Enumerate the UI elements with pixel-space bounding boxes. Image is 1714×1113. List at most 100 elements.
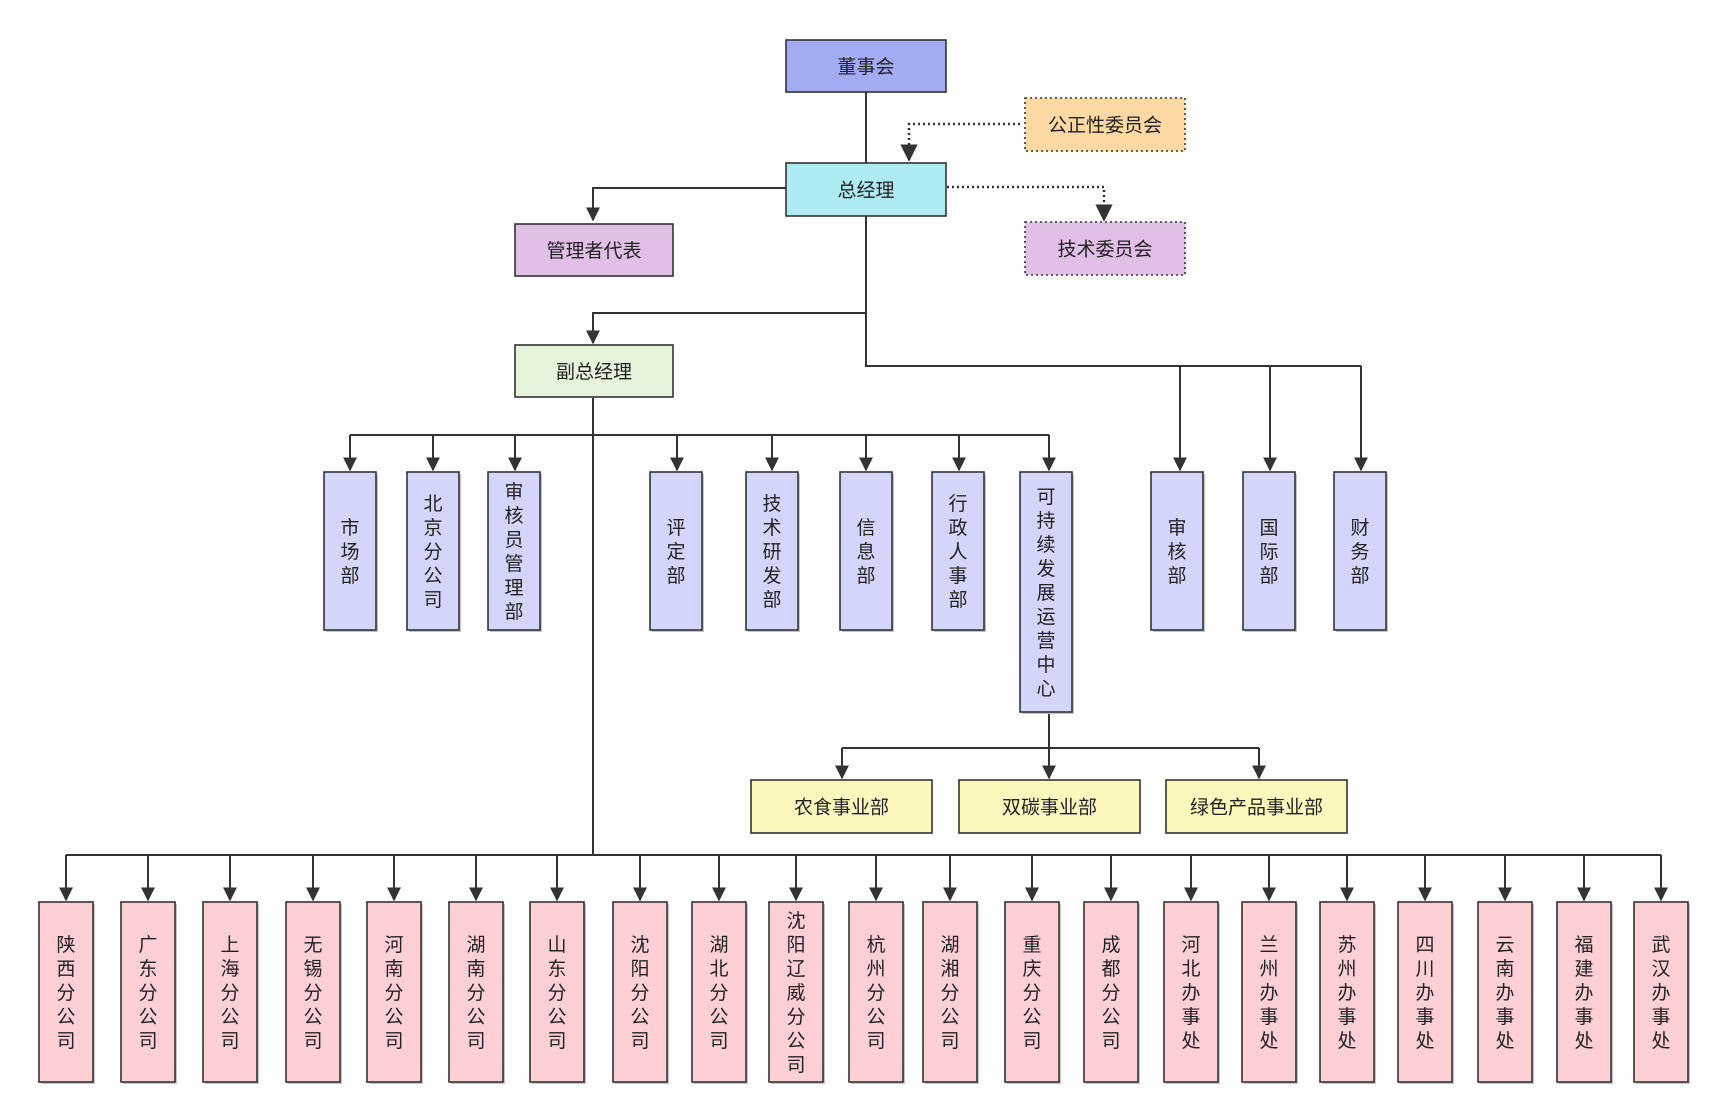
tech-committee-node-box (1024, 221, 1186, 276)
branch-9-label: 湖北分公司 (709, 934, 728, 1052)
branch-9: 湖北分公司 (691, 901, 748, 1084)
deputy-gm-node: 副总经理 (514, 344, 674, 398)
fairness-committee-node-label: 公正性委员会 (1048, 115, 1162, 137)
branch-3-box (202, 901, 258, 1083)
department-3: 审核员管理部 (487, 471, 542, 632)
branch-12: 湖湘分公司 (922, 901, 979, 1084)
branch-14: 成都分公司 (1083, 901, 1140, 1084)
branch-11-box (848, 901, 904, 1083)
branch-11: 杭州分公司 (848, 901, 905, 1084)
connector (947, 185, 1113, 222)
gm-department-2-label: 国际部 (1259, 517, 1278, 587)
connector-lines (59, 92, 1668, 902)
connector (586, 216, 867, 345)
branch-6: 湖南分公司 (448, 901, 505, 1084)
branch-1: 陕西分公司 (38, 901, 95, 1084)
branch-8-label: 沈阳分公司 (630, 934, 649, 1052)
branch-2-label: 广东分公司 (138, 934, 157, 1052)
department-7-label: 行政人事部 (948, 493, 967, 611)
mgmt-rep-node: 管理者代表 (514, 223, 674, 277)
department-5-label: 技术研发部 (762, 493, 781, 611)
connector (865, 313, 1361, 367)
gm-department-1: 审核部 (1150, 471, 1205, 632)
general-manager-node-box (785, 162, 947, 217)
branch-18: 四川办事处 (1397, 901, 1454, 1084)
department-2-label: 北京分公司 (423, 493, 442, 611)
branch-4-box (285, 901, 341, 1083)
department-4: 评定部 (649, 471, 704, 632)
department-4-box (649, 471, 703, 631)
tech-committee-node: 技术委员会 (1024, 221, 1186, 276)
business-unit-3-box (1165, 779, 1348, 834)
branch-17-label: 苏州办事处 (1337, 934, 1356, 1052)
branch-8: 沈阳分公司 (612, 901, 669, 1084)
business-unit-3-label: 绿色产品事业部 (1190, 797, 1323, 819)
branch-7-box (529, 901, 585, 1083)
branch-17: 苏州办事处 (1319, 901, 1376, 1084)
department-5-box (745, 471, 799, 631)
branch-6-label: 湖南分公司 (466, 934, 485, 1052)
branch-2-box (120, 901, 176, 1083)
department-6: 信息部 (839, 471, 894, 632)
general-manager-node-label: 总经理 (837, 180, 894, 202)
branch-19-label: 云南办事处 (1495, 934, 1514, 1052)
connector (586, 187, 786, 222)
business-unit-3: 绿色产品事业部 (1165, 779, 1348, 834)
department-7-box (931, 471, 985, 631)
mgmt-rep-node-label: 管理者代表 (546, 240, 641, 262)
branch-10-label: 沈阳辽威分公司 (786, 910, 805, 1076)
branch-1-label: 陕西分公司 (56, 934, 75, 1052)
branch-3: 上海分公司 (202, 901, 259, 1084)
department-6-box (839, 471, 893, 631)
branch-19-box (1477, 901, 1533, 1083)
fairness-committee-node-box (1024, 97, 1186, 152)
branch-14-label: 成都分公司 (1101, 934, 1120, 1052)
gm-department-1-box (1150, 471, 1204, 631)
department-8: 可持续发展运营中心 (1019, 471, 1074, 714)
branch-2: 广东分公司 (120, 901, 177, 1084)
branch-4: 无锡分公司 (285, 901, 342, 1084)
gm-department-1-label: 审核部 (1167, 517, 1186, 587)
gm-department-3: 财务部 (1333, 471, 1388, 632)
branch-5-box (366, 901, 422, 1083)
department-8-label: 可持续发展运营中心 (1036, 486, 1055, 700)
branch-13-label: 重庆分公司 (1022, 934, 1041, 1052)
board-node-box (785, 39, 947, 93)
mgmt-rep-node-box (514, 223, 674, 277)
branch-13-box (1004, 901, 1060, 1083)
branch-9-box (691, 901, 747, 1083)
department-3-label: 审核员管理部 (504, 481, 523, 623)
branch-6-box (448, 901, 504, 1083)
branch-16: 兰州办事处 (1241, 901, 1298, 1084)
department-1: 市场部 (323, 471, 378, 632)
board-node: 董事会 (785, 39, 947, 93)
branch-10: 沈阳辽威分公司 (768, 901, 825, 1084)
branch-7: 山东分公司 (529, 901, 586, 1084)
business-unit-1: 农食事业部 (750, 779, 933, 834)
branch-11-label: 杭州分公司 (866, 934, 885, 1052)
branch-5: 河南分公司 (366, 901, 423, 1084)
department-2-box (406, 471, 460, 631)
branch-15-box (1163, 901, 1219, 1083)
business-unit-2-box (958, 779, 1141, 834)
branch-15: 河北办事处 (1163, 901, 1220, 1084)
gm-department-2-box (1242, 471, 1296, 631)
department-8-box (1019, 471, 1073, 713)
business-unit-2: 双碳事业部 (958, 779, 1141, 834)
department-6-label: 信息部 (856, 517, 875, 587)
branch-5-label: 河南分公司 (384, 934, 403, 1052)
branch-19: 云南办事处 (1477, 901, 1534, 1084)
board-node-label: 董事会 (837, 56, 894, 78)
deputy-gm-node-label: 副总经理 (556, 361, 632, 383)
connector (900, 122, 1020, 162)
branch-15-label: 河北办事处 (1181, 934, 1200, 1052)
branch-20-label: 福建办事处 (1574, 934, 1593, 1052)
branch-1-box (38, 901, 94, 1083)
branch-12-label: 湖湘分公司 (940, 934, 959, 1052)
branch-10-box (768, 901, 824, 1083)
branch-8-box (612, 901, 668, 1083)
branch-12-box (922, 901, 978, 1083)
branch-17-box (1319, 901, 1375, 1083)
branch-13: 重庆分公司 (1004, 901, 1061, 1084)
